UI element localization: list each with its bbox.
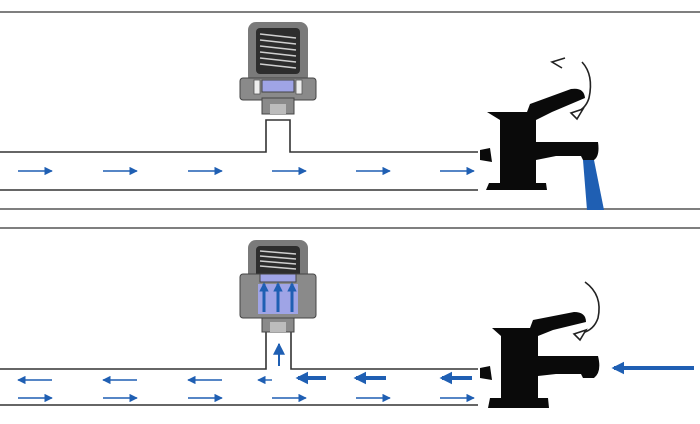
pipe (0, 330, 478, 406)
panel-normal-flow (0, 22, 604, 210)
rotate-arrow-icon (550, 57, 592, 121)
piston (261, 79, 295, 93)
faucet-icon (480, 312, 600, 408)
water-hammer-arrester-icon (239, 240, 317, 366)
rotate-arrow-icon (572, 281, 600, 342)
spring-compressed (259, 250, 297, 270)
spring (259, 33, 297, 69)
piston (259, 273, 297, 283)
water-hammer-arrester-icon (239, 22, 317, 115)
water-stream (583, 160, 604, 210)
faucet-icon (480, 88, 604, 210)
pipe (0, 119, 478, 191)
panel-water-hammer (0, 240, 694, 408)
absorb-arrows (259, 282, 297, 312)
